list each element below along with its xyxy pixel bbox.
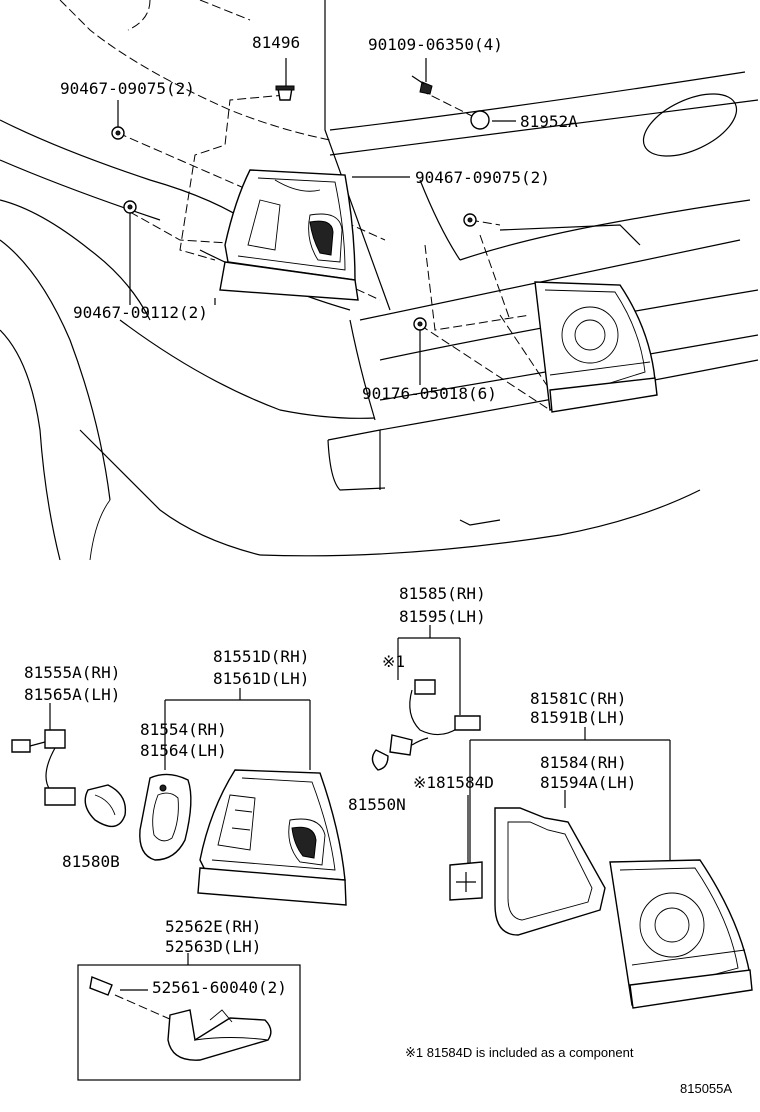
nut-right-icon (463, 213, 477, 227)
upper-left-tail-lamp (219, 169, 359, 301)
label-inner-lamp-rh: 81581C(RH) (530, 689, 626, 708)
nut-upper-left-icon (111, 126, 125, 140)
tail-lamp-81551d (164, 688, 347, 906)
top-fasteners (111, 75, 490, 331)
footnote: ※1 81584D is included as a component (405, 1045, 634, 1060)
label-screw-90109: 90109-06350(4) (368, 35, 503, 54)
vehicle-rear-body (0, 0, 759, 561)
socket-wire-assembly (371, 625, 481, 771)
diagram-reference-number: 815055A (680, 1081, 732, 1096)
label-inner-gasket-rh: 81584(RH) (540, 753, 627, 772)
label-inner-gasket-lh: 81594A(LH) (540, 773, 636, 792)
label-gasket-lh: 81564(LH) (140, 741, 227, 760)
label-gasket-rh: 81554(RH) (140, 720, 227, 739)
label-wire-lh: 81565A(LH) (24, 685, 120, 704)
reflector-52562e (77, 953, 301, 1081)
label-reflector-screw: 52561-60040(2) (152, 978, 287, 997)
label-inner-lamp-lh: 81591B(LH) (530, 708, 626, 727)
label-reflector-lh: 52563D(LH) (165, 937, 261, 956)
label-lamp-rh: 81551D(RH) (213, 647, 309, 666)
label-reflector-rh: 52562E(RH) (165, 917, 261, 936)
label-nut-upper-left: 90467-09075(2) (60, 79, 195, 98)
label-cap-81952a: 81952A (520, 112, 578, 131)
screw-90109-icon (411, 75, 433, 95)
label-bulb-small: 81580B (62, 852, 120, 871)
clip-81496-icon (275, 85, 295, 101)
label-bulb-large: 81550N (348, 795, 406, 814)
label-clip-81496: 81496 (252, 33, 300, 52)
cap-81952a-icon (470, 110, 490, 130)
label-nut-right: 90467-09075(2) (415, 168, 550, 187)
inner-gasket-81584 (494, 807, 606, 936)
label-nut-lower-left: 90467-09112(2) (73, 303, 208, 322)
nut-bottom-icon (413, 317, 427, 331)
gasket-81554 (139, 773, 192, 861)
label-nut-bottom: 90176-05018(6) (362, 384, 497, 403)
nut-lower-left-icon (123, 200, 137, 214)
label-socket-rh: 81585(RH) (399, 584, 486, 603)
pad-81584d (449, 795, 483, 901)
wire-harness-81555a (11, 703, 127, 828)
label-pad: ※181584D (413, 773, 494, 792)
label-note-mark: ※1 (382, 652, 405, 671)
label-lamp-lh: 81561D(LH) (213, 669, 309, 688)
upper-right-inner-lamp (534, 281, 658, 413)
label-wire-rh: 81555A(RH) (24, 663, 120, 682)
label-socket-lh: 81595(LH) (399, 607, 486, 626)
top-callout-lines (117, 58, 516, 385)
inner-lamp-81581c (469, 727, 753, 1009)
